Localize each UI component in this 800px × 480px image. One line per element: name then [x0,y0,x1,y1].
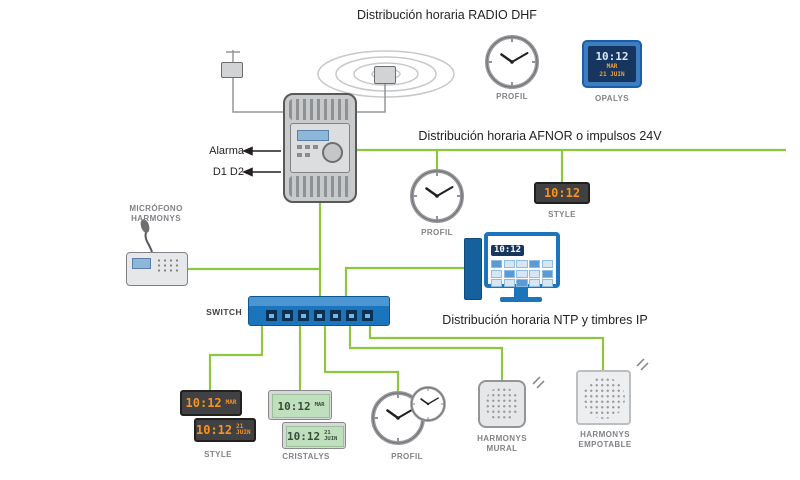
d1-d2-label: D1 D2 [212,166,244,178]
switch-to-style-line [208,326,264,390]
switch-label: SWITCH [206,307,242,317]
harmonys-mural-speaker [478,380,526,428]
speaker-grille [582,376,625,419]
master-clock-unit [283,93,357,203]
cristalys-label: CRISTALYS [282,452,330,461]
monitor-stand [514,288,528,297]
profil-bottom-label: PROFIL [391,452,423,461]
style1-time: 10:12 [185,396,222,410]
computer-monitor: 10:12 [484,232,560,288]
switch-port [313,310,325,321]
switch-to-mural-line [348,326,504,380]
switch-port [329,310,341,321]
cristalys-clock-2: 10:12 21 JUIN [282,422,346,449]
opalys-date: 21 JUIN [599,70,625,78]
style2-time: 10:12 [196,423,233,437]
profil-radio-label: PROFIL [496,92,528,101]
master-button [297,145,302,149]
cristalys-clock-1: 10:12 MAR [268,390,332,420]
style-clock-2: 10:12 21 JUIN [194,418,256,442]
profil-afnor-label: PROFIL [421,228,453,237]
master-knob [322,142,343,163]
opalys-label: OPALYS [595,94,629,103]
switch-port [281,310,293,321]
computer-schedule-grid [491,260,553,287]
computer-time: 10:12 [491,245,525,256]
alarm-label: Alarma [209,145,244,157]
style1-day: MAR [225,399,237,406]
microphone-base [126,252,188,286]
master-button [313,145,318,149]
master-vents-top [289,99,351,120]
green-distribution-lines [188,148,786,392]
cristalys2-time: 10:12 [287,430,321,443]
style-bottom-label: STYLE [204,450,232,459]
cristalys1-time: 10:12 [277,399,311,413]
speaker-grille [485,387,519,421]
switch-port [297,310,309,321]
master-button [305,153,310,157]
microphone-display [132,258,151,269]
microphone-gooseneck [140,219,153,253]
master-button [305,145,310,149]
style2-date: 21 JUIN [236,423,251,436]
switch-to-empotable-line [368,326,605,370]
harmonys-empotable-label: HARMONYS EMPOTABLE [578,430,632,449]
microphone-label: MICRÓFONO HARMONYS [129,204,183,223]
master-control-panel [290,123,350,173]
opalys-day: MAR [606,62,618,70]
style-afnor-label: STYLE [548,210,576,219]
title-afnor: Distribución horaria AFNOR o impulsos 24… [418,129,662,143]
cristalys1-day: MAR [314,402,325,409]
monitor-base [500,297,542,302]
cristalys2-date: 21 JUIN [324,430,338,442]
title-radio-dhf: Distribución horaria RADIO DHF [357,8,537,22]
profil-clock-afnor [410,169,464,223]
style-afnor-time: 10:12 [543,186,581,200]
harmonys-mural-label: HARMONYS MURAL [477,434,527,453]
sound-wave-marks [532,358,649,389]
opalys-clock: 10:12 MAR 21 JUIN [582,40,642,88]
style-clock-afnor: 10:12 [534,182,590,204]
network-switch [248,296,390,326]
master-display [297,130,329,141]
opalys-time: 10:12 [595,49,629,63]
switch-port [265,310,277,321]
switch-port [361,310,373,321]
dhf-antenna-box [221,62,243,78]
master-button [297,153,302,157]
style-clock-1: 10:12 MAR [180,390,242,416]
dhf-transmitter-box [374,66,396,84]
title-ntp: Distribución horaria NTP y timbres IP [442,313,648,327]
microphone-keys [156,258,182,273]
harmonys-empotable-speaker [576,370,631,425]
opalys-screen: 10:12 MAR 21 JUIN [588,46,636,82]
switch-port [345,310,357,321]
alarm-output-arrows [242,146,281,177]
computer-to-switch-line [344,266,464,296]
master-vents-bottom [289,176,351,197]
profil-clock-bottom-small [410,386,446,422]
computer-tower [464,238,482,300]
switch-to-profil-line [323,326,400,392]
profil-clock-radio [485,35,539,89]
